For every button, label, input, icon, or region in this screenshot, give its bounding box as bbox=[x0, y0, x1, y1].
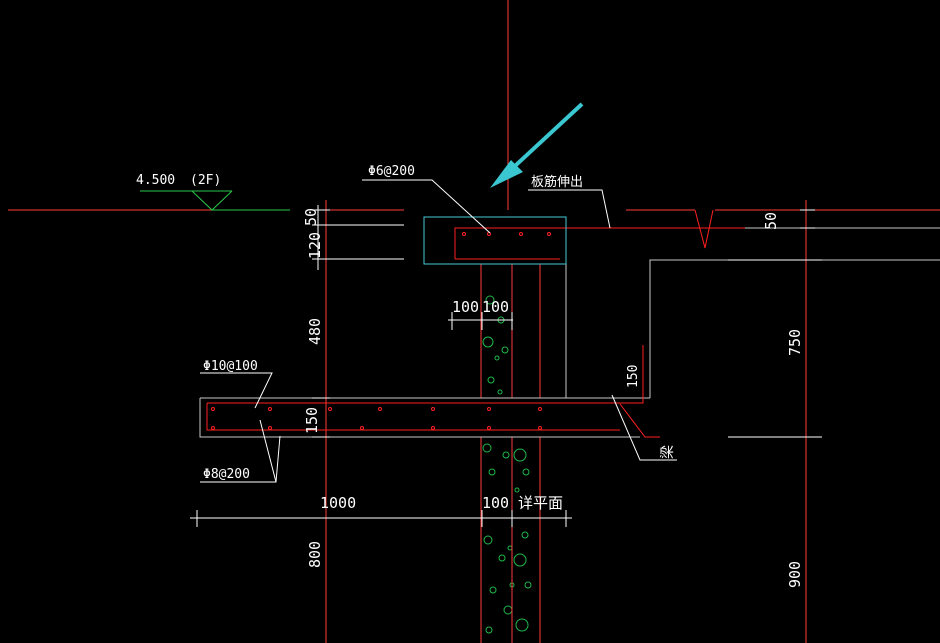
level-elevation: 4.500 bbox=[136, 173, 175, 188]
dim-bottom-100: 100 bbox=[482, 494, 509, 512]
slab-rebar bbox=[454, 209, 745, 260]
axis-lines bbox=[8, 0, 940, 643]
leader-lines bbox=[200, 179, 677, 483]
level-floor: (2F) bbox=[190, 173, 221, 188]
dim-mid-100-a: 100 bbox=[452, 298, 479, 316]
cantilever-rebar bbox=[206, 345, 660, 438]
column-outline bbox=[480, 264, 541, 643]
dim-right-50: 50 bbox=[762, 212, 780, 230]
dim-left-120: 120 bbox=[306, 232, 324, 259]
top-bar-label: Φ6@200 bbox=[368, 164, 415, 179]
dim-right-900: 900 bbox=[786, 561, 804, 588]
highlight-box bbox=[423, 216, 567, 265]
main-bar-label: Φ10@100 bbox=[203, 359, 258, 374]
slab-ext-note: 板筋伸出 bbox=[531, 174, 583, 190]
dim-left-480: 480 bbox=[306, 318, 324, 345]
dim-mid-100-b: 100 bbox=[482, 298, 509, 316]
level-mark bbox=[140, 190, 290, 211]
beam-outline bbox=[199, 227, 940, 438]
dim-bottom-1000: 1000 bbox=[320, 494, 356, 512]
cantilever-bar-dots bbox=[211, 407, 542, 430]
beam-note: 梁 bbox=[660, 445, 676, 459]
detail-plan-note: 详平面 bbox=[518, 494, 563, 512]
dim-right-750: 750 bbox=[786, 329, 804, 356]
dim-left-50: 50 bbox=[302, 208, 320, 226]
dimension-lines bbox=[190, 205, 822, 527]
dim-beam-150: 150 bbox=[626, 365, 641, 388]
dist-bar-label: Φ8@200 bbox=[203, 467, 250, 482]
arrow-icon bbox=[490, 102, 584, 188]
dim-left-800: 800 bbox=[306, 541, 324, 568]
slab-bar-dots bbox=[462, 232, 551, 236]
dim-left-150: 150 bbox=[303, 407, 321, 434]
column-hatch bbox=[482, 295, 532, 634]
